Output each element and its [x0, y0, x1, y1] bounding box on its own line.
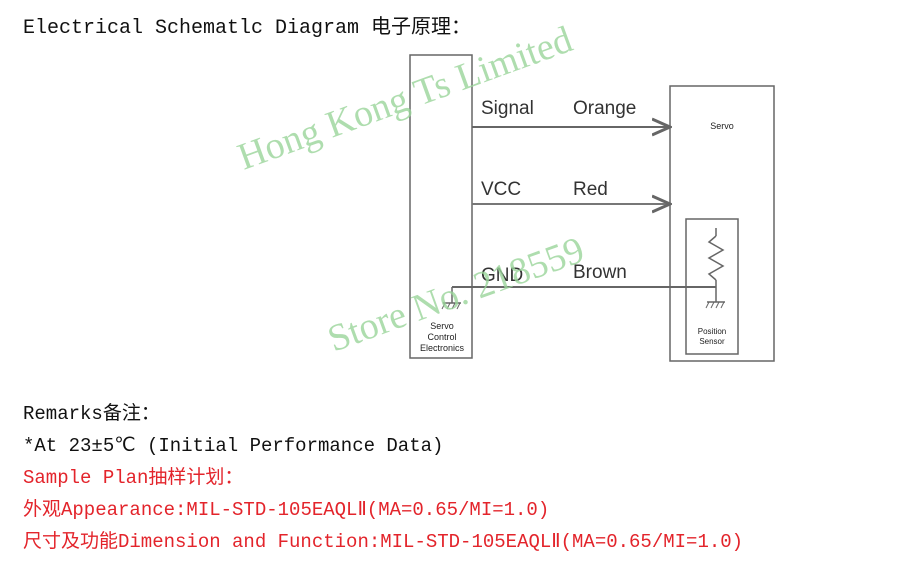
sample-plan-heading: Sample Plan抽样计划： — [23, 467, 244, 489]
vcc-label: VCC — [481, 179, 522, 200]
sensor-label: Position Sensor — [697, 327, 727, 346]
remarks-heading: Remarks备注： — [23, 403, 160, 425]
potentiometer-symbol — [707, 235, 725, 281]
page-title: Electrical Schematlc Diagram 电子原理： — [23, 17, 472, 40]
test-condition: *At 23±5℃ (Initial Performance Data) — [23, 435, 444, 457]
signal-label: Signal — [481, 98, 534, 119]
orange-label: Orange — [573, 98, 637, 119]
control-box — [409, 54, 473, 359]
schematic-drawing — [409, 54, 775, 362]
servo-box-label: Servo — [710, 121, 734, 131]
red-label: Red — [573, 179, 608, 200]
gnd-label: GND — [481, 265, 524, 286]
servo-schematic: Signal Orange VCC Red GND Brown Servo Co… — [409, 54, 775, 362]
appearance-spec: 外观Appearance:MIL-STD-105EAQLⅡ(MA=0.65/MI… — [23, 499, 550, 521]
control-box-label: Servo Control Electronics — [419, 321, 464, 353]
dimension-function-spec: 尺寸及功能Dimension and Function:MIL-STD-105E… — [23, 531, 744, 553]
brown-label: Brown — [573, 262, 627, 283]
servo-box — [669, 85, 775, 362]
remarks-section: Remarks备注： *At 23±5℃ (Initial Performanc… — [23, 398, 743, 558]
